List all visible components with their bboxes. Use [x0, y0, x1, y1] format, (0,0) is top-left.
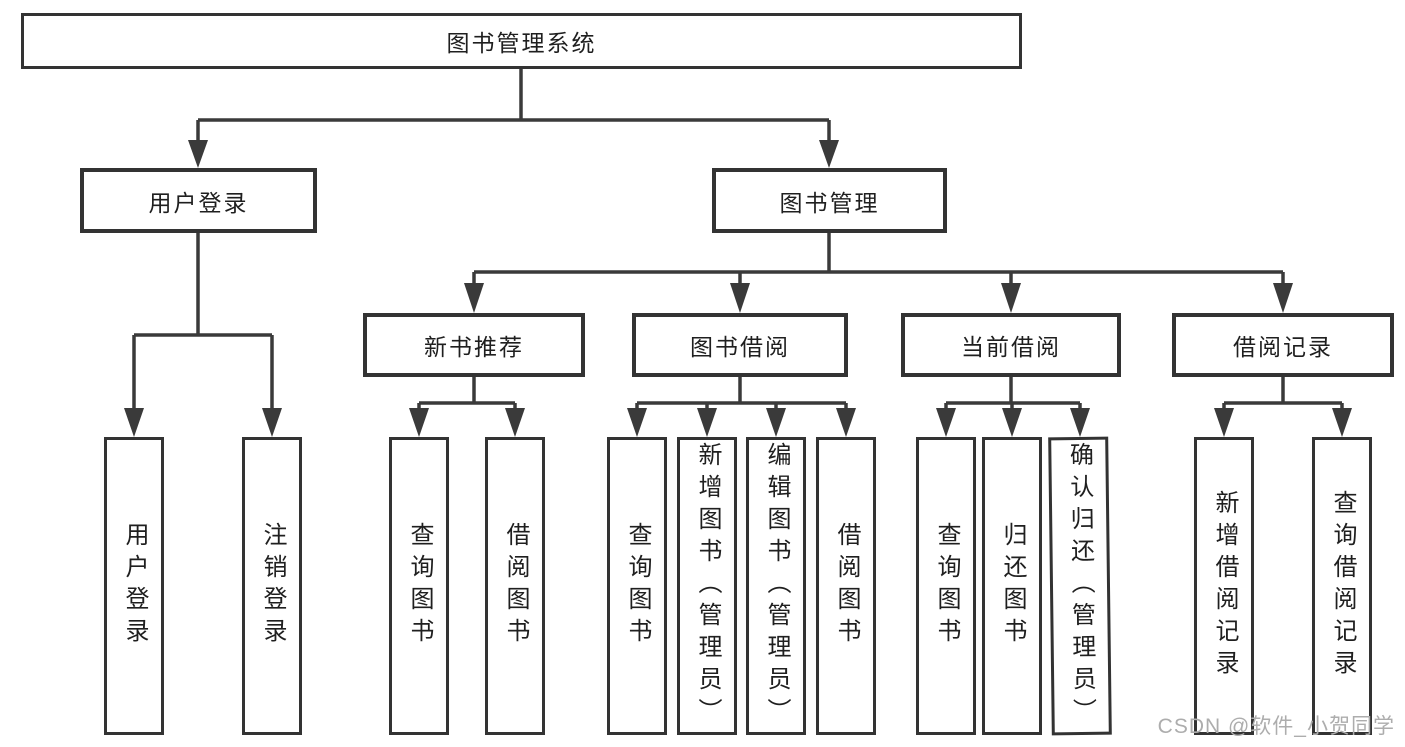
leaf-edit-book-admin: 编辑图书（管理员）	[746, 437, 806, 735]
leaf-borrow-books-1-label: 借阅图书	[502, 522, 529, 650]
leaf-user-login: 用户登录	[104, 437, 164, 735]
leaf-add-book-admin: 新增图书（管理员）	[677, 437, 737, 735]
leaf-confirm-return-admin: 确认归还（管理员）	[1048, 436, 1112, 736]
leaf-borrow-books-1: 借阅图书	[485, 437, 545, 735]
leaf-edit-book-admin-label: 编辑图书（管理员）	[763, 442, 790, 730]
node-book-borrow-label: 图书借阅	[690, 334, 790, 360]
leaf-add-borrow-record-label: 新增借阅记录	[1211, 490, 1238, 682]
node-current-borrow: 当前借阅	[901, 313, 1121, 377]
leaf-borrow-books-2-label: 借阅图书	[833, 522, 860, 650]
node-borrow-records-label: 借阅记录	[1233, 334, 1333, 360]
node-new-book-recommend-label: 新书推荐	[424, 334, 524, 360]
node-borrow-records: 借阅记录	[1172, 313, 1394, 377]
leaf-return-book: 归还图书	[982, 437, 1042, 735]
node-root: 图书管理系统	[21, 13, 1022, 69]
leaf-query-books-3-label: 查询图书	[933, 522, 960, 650]
csdn-watermark: CSDN @软件_小贺同学	[1157, 715, 1395, 738]
leaf-query-books-2: 查询图书	[607, 437, 667, 735]
leaf-query-borrow-record: 查询借阅记录	[1312, 437, 1372, 735]
node-current-borrow-label: 当前借阅	[961, 334, 1061, 360]
node-new-book-recommend: 新书推荐	[363, 313, 585, 377]
leaf-query-books-3: 查询图书	[916, 437, 976, 735]
node-book-management-label: 图书管理	[779, 189, 880, 216]
leaf-query-books-1-label: 查询图书	[406, 522, 433, 650]
node-user-login-label: 用户登录	[148, 189, 249, 216]
leaf-logout-label: 注销登录	[259, 522, 286, 650]
leaf-user-login-label: 用户登录	[121, 522, 148, 650]
leaf-borrow-books-2: 借阅图书	[816, 437, 876, 735]
leaf-query-books-2-label: 查询图书	[624, 522, 651, 650]
node-user-login: 用户登录	[80, 168, 317, 233]
node-root-label: 图书管理系统	[446, 30, 597, 56]
arrowheads	[124, 140, 1352, 437]
leaf-add-borrow-record: 新增借阅记录	[1194, 437, 1254, 735]
node-book-management: 图书管理	[712, 168, 947, 233]
leaf-query-books-1: 查询图书	[389, 437, 449, 735]
leaf-logout: 注销登录	[242, 437, 302, 735]
node-book-borrow: 图书借阅	[632, 313, 848, 377]
leaf-add-book-admin-label: 新增图书（管理员）	[694, 442, 721, 730]
leaf-return-book-label: 归还图书	[999, 522, 1026, 650]
leaf-query-borrow-record-label: 查询借阅记录	[1329, 490, 1356, 682]
leaf-confirm-return-admin-label: 确认归还（管理员）	[1065, 441, 1096, 731]
